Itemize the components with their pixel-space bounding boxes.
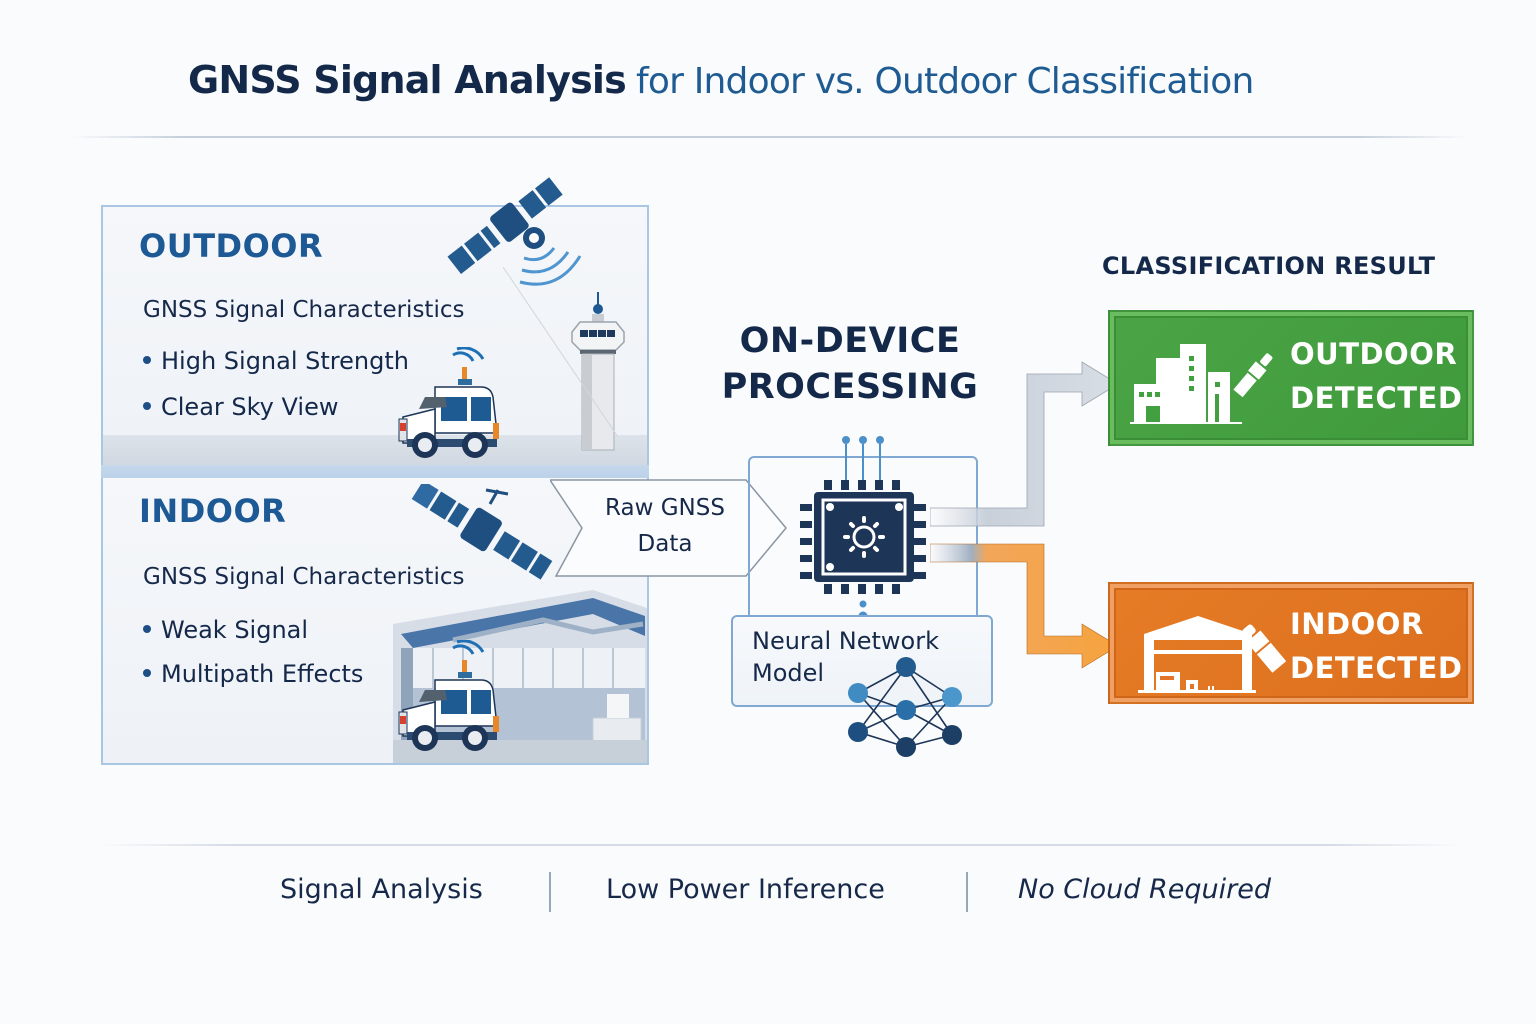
result-line1: OUTDOOR — [1290, 337, 1458, 371]
neural-network-label: Neural Network Model — [752, 625, 982, 689]
bullet-dot — [143, 356, 151, 364]
vehicle-icon — [398, 640, 499, 751]
bullet-text: Clear Sky View — [161, 393, 339, 421]
outdoor-subheading: GNSS Signal Characteristics — [143, 297, 465, 323]
indoor-result-card: INDOOR DETECTED — [1108, 582, 1474, 704]
neural-network-icon — [848, 657, 962, 757]
indoor-bullet: Weak Signal — [143, 616, 308, 644]
hangar-satellite-icon — [1138, 616, 1286, 693]
bullet-text: Weak Signal — [161, 616, 309, 644]
outdoor-flow-arrow — [930, 361, 1119, 527]
footer-divider — [966, 872, 968, 912]
classification-title: CLASSIFICATION RESULT — [1102, 252, 1436, 280]
model-label-line1: Neural Network — [752, 627, 940, 655]
raw-data-arrow — [550, 479, 787, 577]
satellite-icon — [411, 484, 553, 580]
outdoor-panel: OUTDOOR GNSS Signal Characteristics High… — [101, 205, 649, 467]
raw-data-line2: Data — [637, 531, 693, 557]
indoor-result-text: INDOOR DETECTED — [1290, 602, 1462, 690]
outdoor-heading: OUTDOOR — [139, 227, 324, 265]
bullet-dot — [143, 625, 151, 633]
result-line2: DETECTED — [1290, 651, 1463, 685]
footer-divider — [549, 872, 551, 912]
indoor-heading: INDOOR — [139, 492, 287, 530]
indoor-subheading: GNSS Signal Characteristics — [143, 564, 465, 590]
bullet-dot — [143, 669, 151, 677]
outdoor-bullet: Clear Sky View — [143, 393, 338, 421]
processing-title-line1: ON-DEVICE — [739, 321, 961, 361]
processing-title: ON-DEVICE PROCESSING — [700, 318, 1000, 410]
result-line2: DETECTED — [1290, 381, 1463, 415]
outdoor-result-text: OUTDOOR DETECTED — [1290, 332, 1462, 420]
processing-title-line2: PROCESSING — [721, 367, 979, 407]
model-label-line2: Model — [752, 659, 825, 687]
panel-separator — [101, 465, 649, 481]
satellite-icon — [447, 177, 582, 286]
outdoor-result-card: OUTDOOR DETECTED — [1108, 310, 1474, 446]
outdoor-bullet: High Signal Strength — [143, 347, 409, 375]
bullet-dot — [143, 402, 151, 410]
footer-no-cloud-required: No Cloud Required — [1018, 874, 1271, 905]
ground-strip — [103, 435, 647, 467]
bullet-text: Multipath Effects — [161, 660, 364, 688]
top-divider — [70, 136, 1470, 138]
signal-line — [503, 267, 619, 438]
control-tower-icon — [571, 292, 625, 451]
processor-chip-icon — [800, 436, 926, 621]
indoor-bullet: Multipath Effects — [143, 660, 363, 688]
vehicle-icon — [398, 347, 499, 458]
result-flow-arrows — [930, 361, 1119, 669]
title-main: GNSS Signal Analysis — [188, 58, 627, 102]
building-satellite-icon — [1130, 344, 1273, 424]
raw-data-label: Raw GNSS Data — [590, 490, 740, 562]
raw-data-line1: Raw GNSS — [605, 495, 725, 521]
bottom-divider — [100, 844, 1460, 846]
bullet-text: High Signal Strength — [161, 347, 409, 375]
indoor-flow-arrow — [930, 543, 1119, 669]
footer-low-power-inference: Low Power Inference — [606, 874, 885, 905]
result-line1: INDOOR — [1290, 607, 1424, 641]
title-sub: for Indoor vs. Outdoor Classification — [635, 61, 1254, 102]
footer-signal-analysis: Signal Analysis — [280, 874, 483, 905]
indoor-panel: INDOOR GNSS Signal Characteristics Weak … — [101, 478, 649, 765]
